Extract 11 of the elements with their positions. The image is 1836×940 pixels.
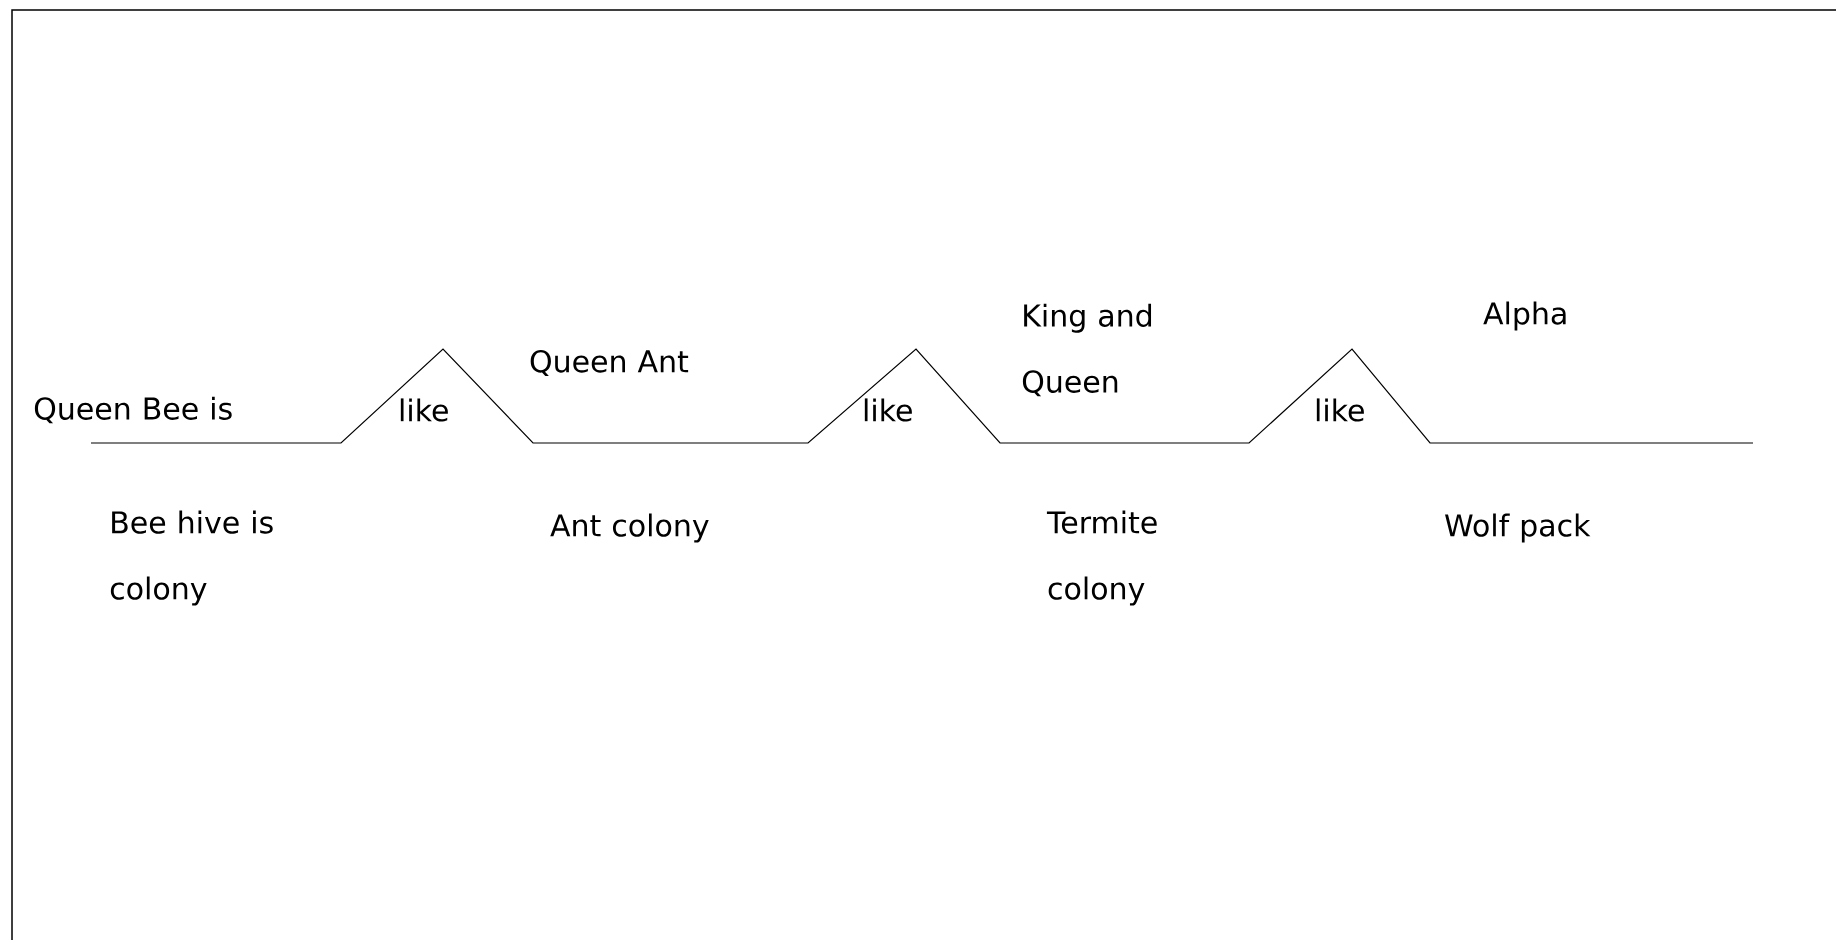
connector-word: like	[864, 398, 912, 422]
word-label: Alpha	[1483, 301, 1566, 331]
word-label: Termite colony	[1046, 510, 1157, 606]
word-label: Queen Ant	[530, 349, 689, 377]
word-label: Wolf pack	[1445, 513, 1591, 543]
word-label: Queen Bee is	[34, 396, 232, 424]
connector-word: like	[1316, 398, 1364, 422]
word-label: King and Queen	[1022, 303, 1152, 397]
word-label: Bee hive is colony	[110, 510, 273, 606]
connector-word: like	[400, 398, 448, 422]
word-label: Ant colony	[550, 513, 709, 543]
